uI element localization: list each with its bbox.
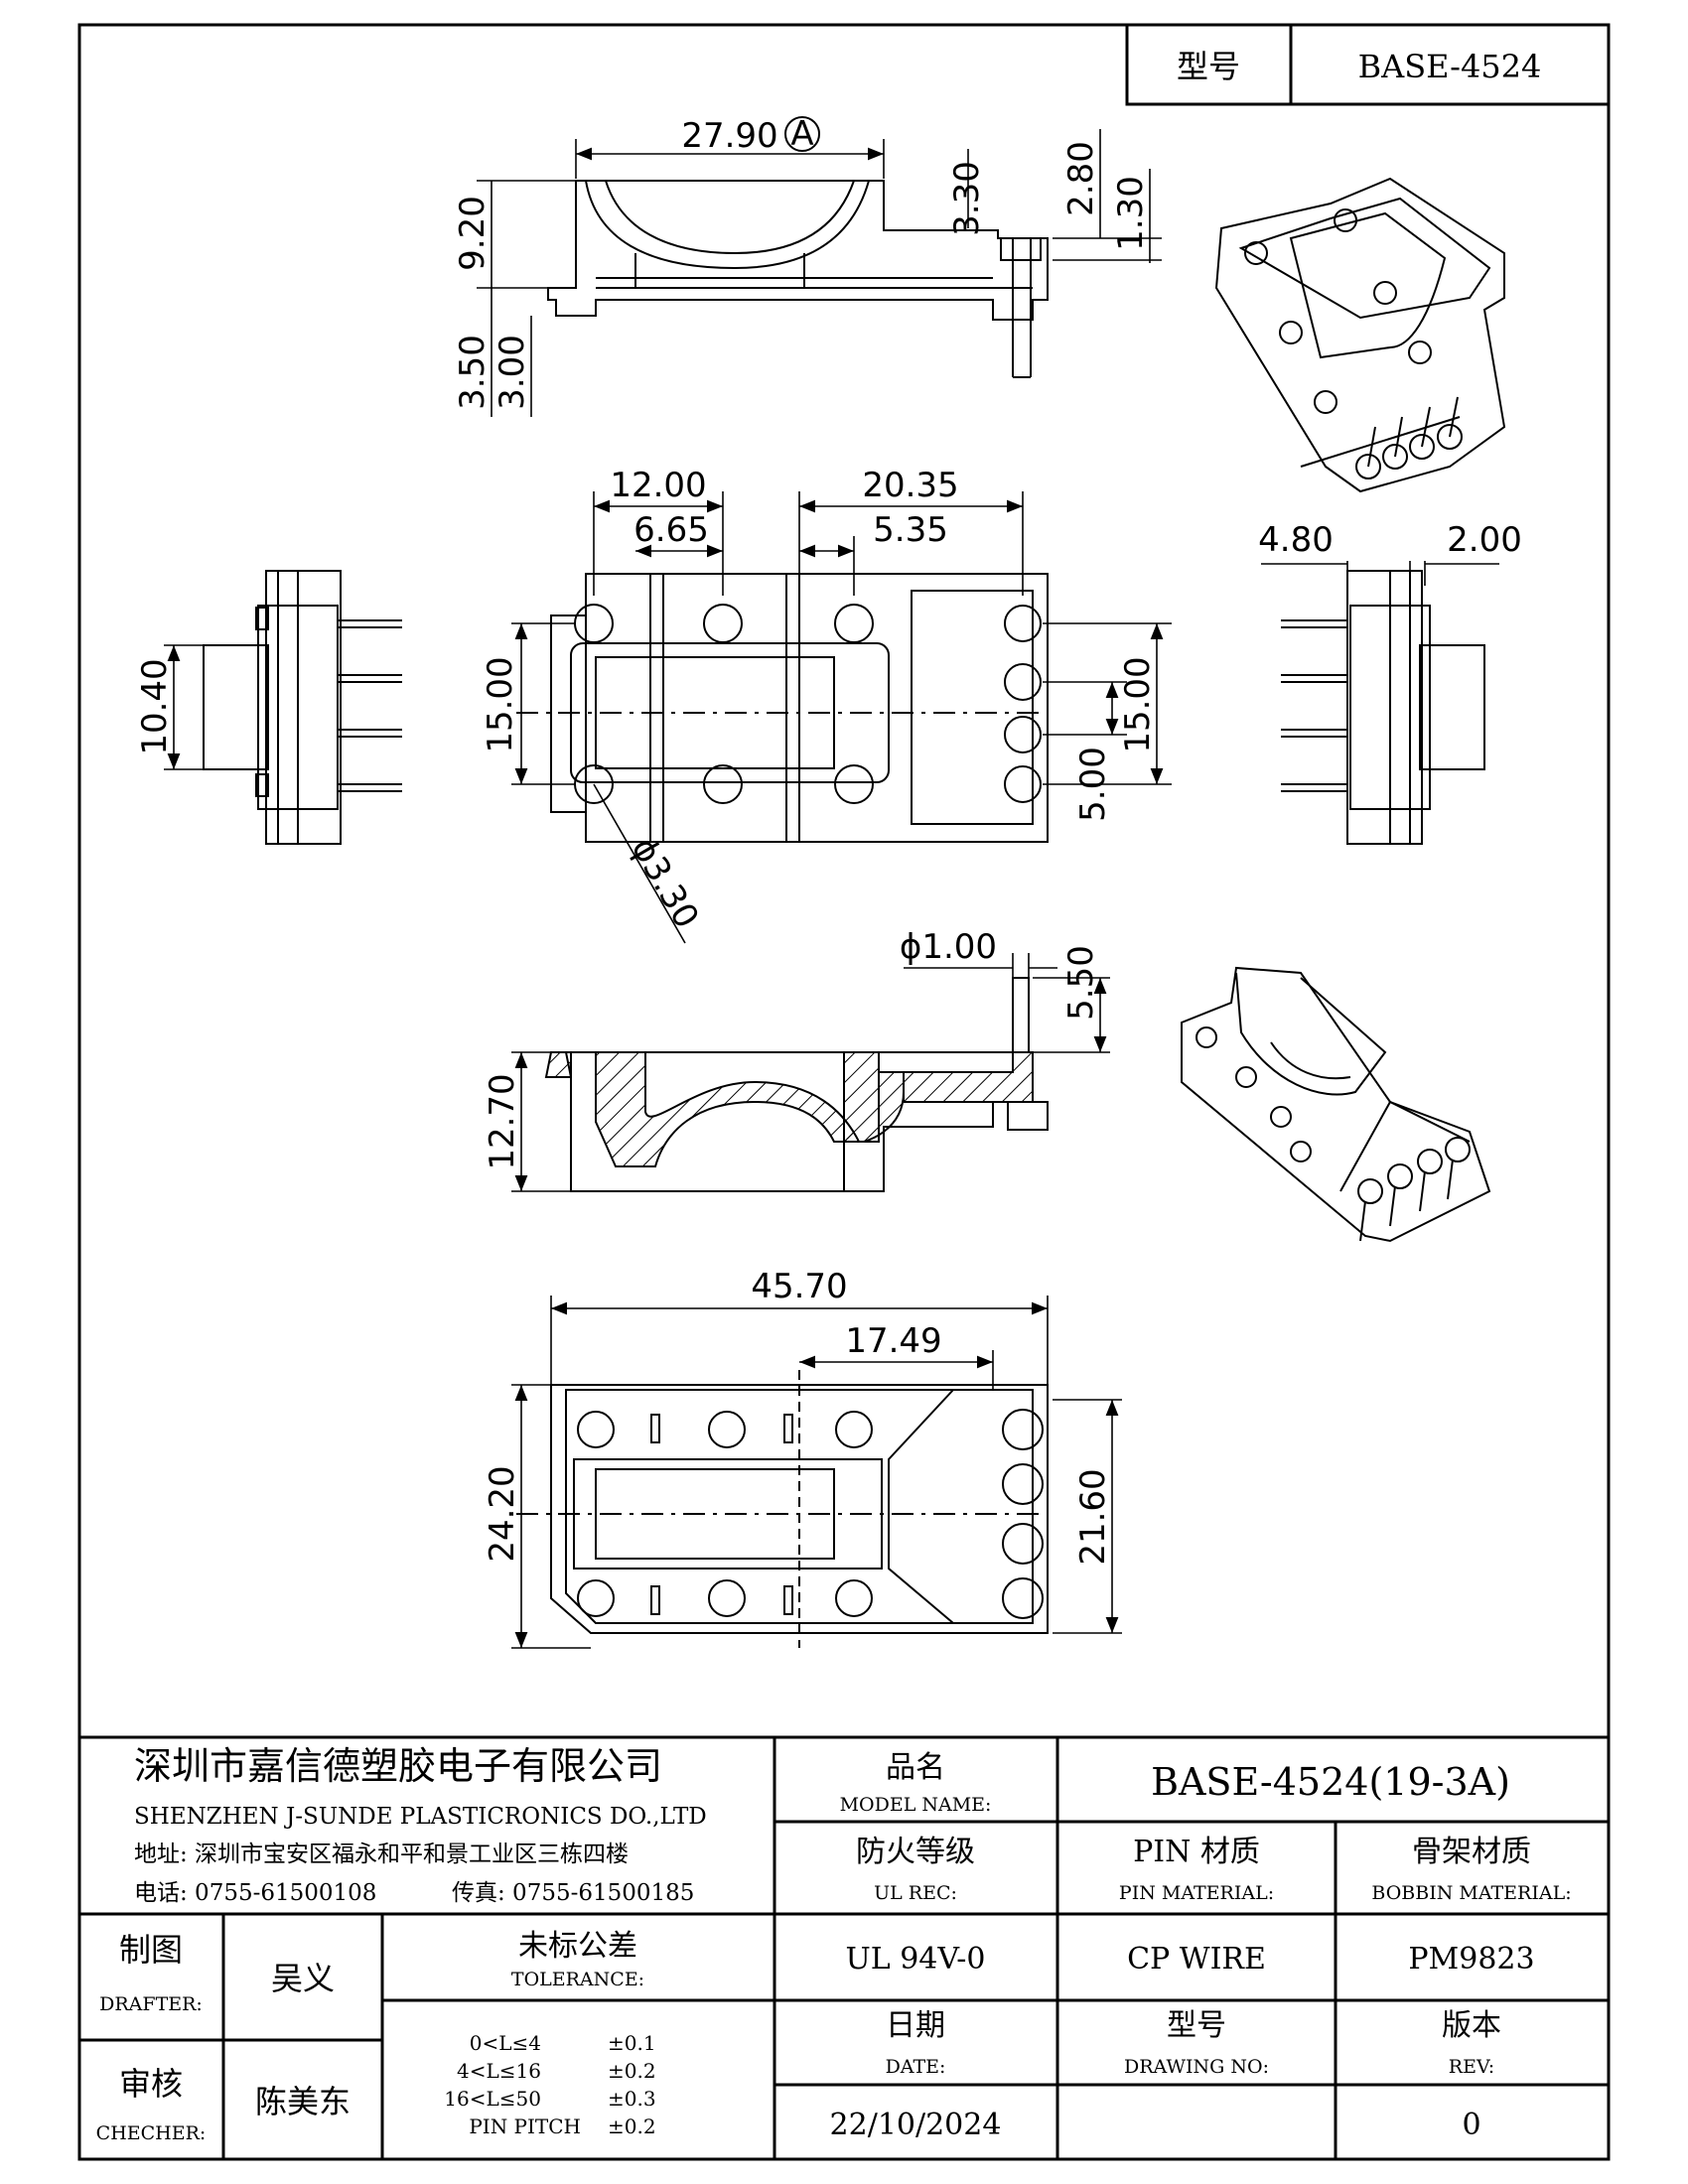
dim-bottom-w: 45.70: [751, 1267, 847, 1306]
dim-top-h1: 3.30: [947, 161, 987, 236]
title-block-text: 深圳市嘉信德塑胶电子有限公司 SHENZHEN J-SUNDE PLASTICR…: [96, 1744, 1572, 2144]
bottom-view: [516, 1370, 1049, 1648]
isometric-view-bottom: [1181, 966, 1491, 1243]
dim-plan-hole: ϕ3.30: [624, 831, 707, 935]
plan-view: [516, 573, 1049, 843]
header-model-value: BASE-4524: [1358, 48, 1542, 85]
pin-material-cn: PIN 材质: [1133, 1835, 1260, 1869]
front-view: [547, 180, 1049, 378]
company-cn: 深圳市嘉信德塑胶电子有限公司: [134, 1744, 662, 1788]
left-side-dimensions: [164, 644, 204, 770]
drawing-no-en: DRAWING NO:: [1124, 2056, 1269, 2078]
company-en: SHENZHEN J-SUNDE PLASTICRONICS DO.,LTD: [134, 1804, 707, 1830]
checker-cn: 审核: [119, 2065, 183, 2103]
bobbin-material-value: PM9823: [1408, 1942, 1534, 1977]
pin-material-en: PIN MATERIAL:: [1119, 1882, 1274, 1904]
dim-top-h3: 1.30: [1111, 176, 1151, 251]
drafter-name: 吴义: [271, 1960, 335, 1997]
company-phone: 电话: 0755-61500108: [134, 1880, 376, 1906]
left-side-view: [203, 570, 402, 845]
drafter-cn: 制图: [119, 1931, 183, 1969]
dim-side-right-w2: 2.00: [1447, 520, 1522, 560]
front-view-dimensions: [477, 129, 1162, 417]
company-address: 地址: 深圳市宝安区福永和平和景工业区三栋四楼: [134, 1842, 629, 1867]
tolerance-range-4: PIN PITCH: [469, 2115, 581, 2138]
drafter-en: DRAFTER:: [99, 1993, 203, 2015]
dim-section-h: 12.70: [483, 1073, 522, 1169]
header-model-box: 型号 BASE-4524: [1125, 23, 1611, 106]
tolerance-value-3: ±0.3: [608, 2087, 656, 2111]
date-cn: 日期: [886, 2008, 945, 2043]
title-block-grid: [79, 1735, 1609, 2159]
section-view: [544, 977, 1049, 1192]
dim-side-right-w1: 4.80: [1258, 520, 1334, 560]
dim-plan-left-w: 12.00: [610, 466, 706, 505]
date-en: DATE:: [886, 2056, 946, 2078]
dim-plan-pitch: 5.00: [1073, 747, 1113, 822]
dim-side-left-h: 10.40: [135, 658, 175, 754]
dim-bottom-h-left: 24.20: [483, 1465, 522, 1562]
plan-view-labels: 12.00 6.65 20.35 5.35 15.00 15.00 5.00 ϕ…: [481, 466, 1158, 935]
tolerance-range-1: 0<L≤4: [470, 2031, 541, 2055]
tolerance-value-1: ±0.1: [608, 2031, 656, 2055]
dim-top-width: 27.90: [681, 116, 777, 156]
company-fax: 传真: 0755-61500185: [452, 1880, 694, 1906]
checker-en: CHECHER:: [96, 2122, 207, 2144]
tolerance-value-4: ±0.2: [608, 2115, 656, 2138]
dim-pin-len: 5.50: [1061, 945, 1101, 1021]
tolerance-range-2: 4<L≤16: [457, 2059, 541, 2083]
datum-a-circle: [784, 116, 820, 152]
header-model-label: 型号: [1177, 48, 1240, 85]
model-name-en: MODEL NAME:: [840, 1794, 992, 1816]
plan-view-dimensions: [511, 491, 1172, 944]
ul-en: UL REC:: [874, 1882, 957, 1904]
front-view-labels: 27.90 A 3.30 2.80 1.30 9.20 3.50 3.00: [453, 114, 1151, 410]
dim-bottom-w2: 17.49: [845, 1321, 941, 1361]
dim-top-base-2: 3.00: [492, 335, 532, 410]
model-name-value: BASE-4524(19-3A): [1151, 1760, 1510, 1804]
rev-value: 0: [1462, 2108, 1480, 2142]
pin-material-value: CP WIRE: [1127, 1942, 1266, 1977]
datum-a-label: A: [790, 114, 813, 154]
right-side-dimensions: [1261, 561, 1499, 586]
ul-value: UL 94V-0: [845, 1942, 985, 1977]
date-value: 22/10/2024: [830, 2108, 1002, 2142]
dim-pin-dia: ϕ1.00: [900, 927, 997, 967]
dim-plan-left-w2: 6.65: [633, 510, 709, 550]
dim-top-left-h: 9.20: [453, 196, 492, 271]
dim-bottom-h-right: 21.60: [1073, 1468, 1113, 1565]
dim-plan-right-h: 15.00: [1118, 656, 1158, 752]
drawing-no-cn: 型号: [1167, 2008, 1226, 2043]
tolerance-cn: 未标公差: [518, 1929, 637, 1964]
dim-top-h2: 2.80: [1061, 141, 1101, 216]
tolerance-value-2: ±0.2: [608, 2059, 656, 2083]
model-name-cn: 品名: [886, 1750, 945, 1785]
bobbin-material-en: BOBBIN MATERIAL:: [1371, 1882, 1571, 1904]
dim-plan-right-w2: 5.35: [873, 510, 948, 550]
rev-en: REV:: [1449, 2056, 1494, 2078]
dim-plan-right-w: 20.35: [862, 466, 958, 505]
dim-plan-left-h: 15.00: [481, 656, 520, 752]
tolerance-range-3: 16<L≤50: [444, 2087, 541, 2111]
sheet-border: [77, 23, 1611, 2161]
bobbin-material-cn: 骨架材质: [1412, 1835, 1531, 1869]
ul-cn: 防火等级: [856, 1835, 975, 1869]
dim-top-base-1: 3.50: [453, 335, 492, 410]
bottom-view-dimensions: [511, 1296, 1122, 1649]
right-side-view: [1281, 570, 1485, 845]
tolerance-en: TOLERANCE:: [511, 1969, 644, 1990]
checker-name: 陈美东: [255, 2083, 351, 2120]
isometric-view-top: [1214, 177, 1506, 493]
rev-cn: 版本: [1442, 2008, 1501, 2043]
section-dimensions: [511, 953, 1110, 1192]
